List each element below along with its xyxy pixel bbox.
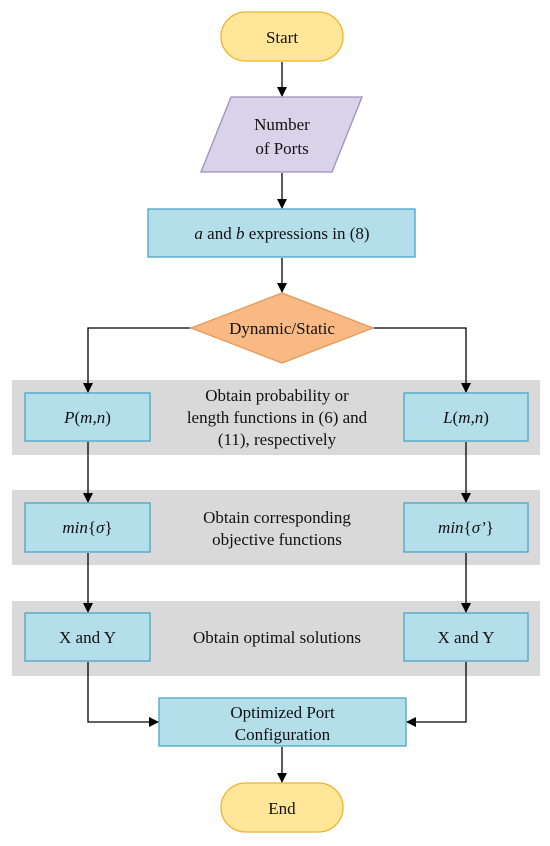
- min-sigma-label: min{σ}: [62, 518, 112, 537]
- arrow-xy-left-to-optimized: [87, 662, 159, 727]
- l-function-node: L(m,n): [403, 392, 529, 442]
- min-sigma-fn: min: [62, 518, 88, 537]
- min-sigma-prime-sym: σ’: [472, 518, 486, 537]
- min-sigma-prime-label: min{σ’}: [438, 518, 494, 537]
- p-function-node: P(m,n): [24, 392, 151, 442]
- min-sigma-prime-fn: min: [438, 518, 464, 537]
- band-objective-line1: Obtain corresponding: [203, 508, 351, 527]
- l-open: (: [453, 408, 459, 427]
- start-label: Start: [266, 28, 298, 47]
- p-open: (: [75, 408, 81, 427]
- ports-label-line2: of Ports: [255, 139, 308, 158]
- min-sigma-node: min{σ}: [24, 502, 151, 553]
- xy-right-node: X and Y: [403, 612, 529, 662]
- arrow-xy-right-to-optimized: [406, 662, 467, 727]
- min-sigma-prime-close: }: [486, 518, 494, 537]
- band-objective-line2: objective functions: [212, 530, 342, 549]
- decision-node: Dynamic/Static: [189, 292, 375, 364]
- p-name: P: [63, 408, 74, 427]
- expressions-label: a and b expressions in (8): [194, 224, 369, 243]
- xy-left-label: X and Y: [59, 628, 116, 647]
- p-close: ): [105, 408, 111, 427]
- optimized-label-line1: Optimized Port: [230, 703, 335, 722]
- min-sigma-prime-node: min{σ’}: [403, 502, 529, 553]
- expr-b: b: [236, 224, 245, 243]
- p-args: m,n: [80, 408, 105, 427]
- p-function-label: P(m,n): [63, 408, 111, 427]
- arrow-decision-to-p: [83, 327, 191, 393]
- min-sigma-open: {: [88, 518, 96, 537]
- expr-rest: expressions in (8): [244, 224, 369, 243]
- l-name: L: [442, 408, 452, 427]
- number-of-ports-node: Number of Ports: [200, 96, 363, 173]
- expr-and: and: [203, 224, 236, 243]
- expressions-node: a and b expressions in (8): [147, 208, 416, 258]
- xy-right-label: X and Y: [438, 628, 495, 647]
- connectors: [83, 62, 471, 783]
- optimized-label-line2: Configuration: [235, 725, 331, 744]
- optimized-config-node: Optimized Port Configuration: [158, 697, 407, 747]
- l-args: m,n: [458, 408, 483, 427]
- band-solutions-line1: Obtain optimal solutions: [193, 628, 361, 647]
- start-node: Start: [220, 11, 344, 62]
- decision-label: Dynamic/Static: [229, 319, 335, 338]
- l-function-label: L(m,n): [442, 408, 489, 427]
- end-label: End: [268, 799, 296, 818]
- min-sigma-close: }: [104, 518, 112, 537]
- band-probability-line2: length functions in (6) and: [187, 408, 368, 427]
- band-probability-line1: Obtain probability or: [205, 386, 349, 405]
- l-close: ): [483, 408, 489, 427]
- min-sigma-prime-open: {: [464, 518, 472, 537]
- expr-a: a: [194, 224, 203, 243]
- arrow-decision-to-l: [373, 327, 471, 393]
- min-sigma-sym: σ: [96, 518, 105, 537]
- xy-left-node: X and Y: [24, 612, 151, 662]
- band-probability-line3: (11), respectively: [218, 430, 337, 449]
- ports-label-line1: Number: [254, 115, 310, 134]
- end-node: End: [220, 782, 344, 833]
